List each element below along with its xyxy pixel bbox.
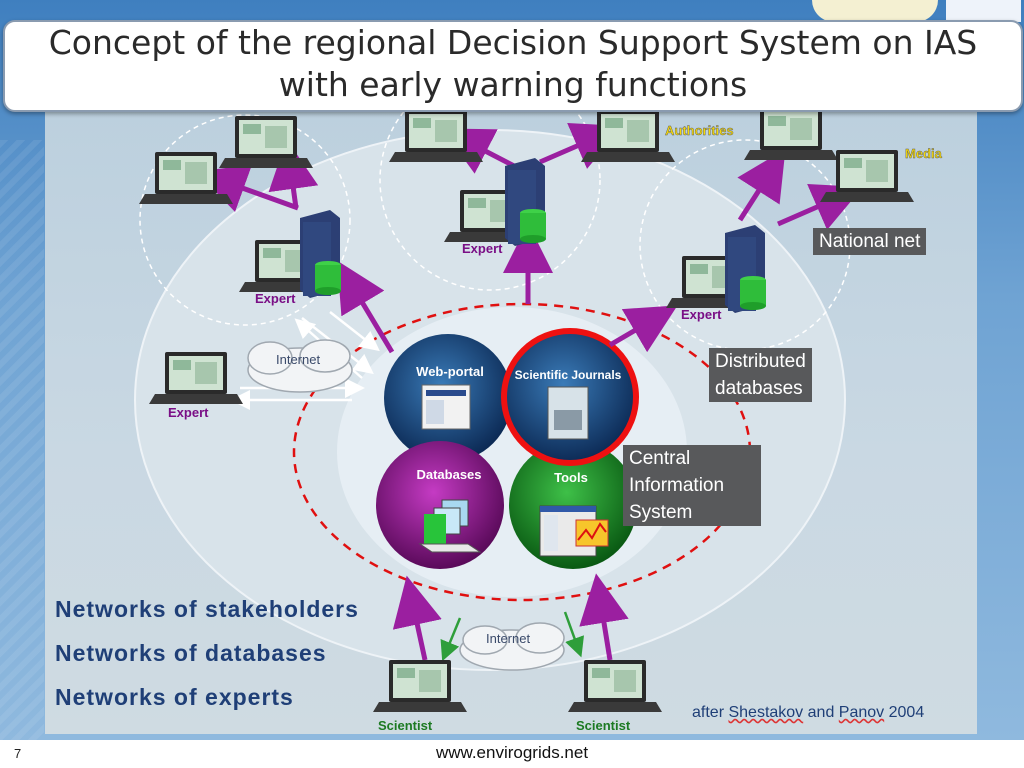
tools-label: Tools xyxy=(554,470,588,485)
scientist-label-right: Scientist xyxy=(576,718,631,733)
networks-experts: Networks of experts xyxy=(55,684,294,710)
credit-and: and xyxy=(807,704,835,721)
web-portal-label: Web-portal xyxy=(416,364,484,379)
diagram: Expert Expert Expert Expert Authorities … xyxy=(134,69,943,733)
networks-stakeholders: Networks of stakeholders xyxy=(55,596,359,622)
media-laptop-1 xyxy=(744,108,838,160)
internet-label-top: Internet xyxy=(276,352,320,367)
title-box: Concept of the regional Decision Support… xyxy=(3,20,1023,112)
internet-cloud-top xyxy=(247,339,353,393)
scientist-laptop-right xyxy=(568,660,662,712)
expert-label-internet: Expert xyxy=(168,405,209,420)
credit-author-1: Shestakov xyxy=(728,704,804,721)
title-line-2: with early warning functions xyxy=(278,65,748,104)
cis-line-3: System xyxy=(629,502,693,523)
expert-laptop-far-left xyxy=(139,152,233,204)
media-label: Media xyxy=(905,146,943,161)
networks-databases: Networks of databases xyxy=(55,640,327,666)
distributed-databases-label: Distributed databases xyxy=(709,348,812,402)
credit-year: 2004 xyxy=(888,704,925,721)
distributed-line-1: Distributed xyxy=(715,351,806,372)
national-net-label: National net xyxy=(813,228,927,255)
internet-cloud-bottom xyxy=(459,622,565,671)
expert-net-left xyxy=(139,114,351,326)
tools-window-icon xyxy=(539,505,609,557)
footer-bar xyxy=(0,740,1024,768)
cis-line-2: Information xyxy=(629,475,725,496)
page-number: 7 xyxy=(14,746,22,761)
expert-server-center xyxy=(505,158,546,246)
expert-server-left xyxy=(300,210,341,298)
website-link[interactable]: www.envirogrids.net xyxy=(435,743,589,762)
databases-label: Databases xyxy=(416,467,481,482)
expert-label-right: Expert xyxy=(681,307,722,322)
credit-author-2: Panov xyxy=(838,704,885,721)
logo-partner xyxy=(946,0,1021,22)
central-information-system-label: Central Information System xyxy=(623,445,761,526)
cis-line-1: Central xyxy=(629,448,691,469)
credit-prefix: after xyxy=(692,704,725,721)
expert-server-right xyxy=(725,225,766,313)
expert-label-left: Expert xyxy=(255,291,296,306)
authorities-label: Authorities xyxy=(665,123,734,138)
databases-circle xyxy=(376,441,504,569)
internet-label-bottom: Internet xyxy=(486,631,530,646)
database-stack-icon xyxy=(418,499,482,553)
distributed-line-2: databases xyxy=(715,378,803,399)
scientist-label-left: Scientist xyxy=(378,718,433,733)
side-decoration xyxy=(0,140,44,740)
expert-laptop-upper-left xyxy=(219,116,313,168)
credit-line: after Shestakov and Panov 2004 xyxy=(692,704,924,722)
expert-label-center: Expert xyxy=(462,241,503,256)
title-line-1: Concept of the regional Decision Support… xyxy=(48,23,978,62)
journals-label: Scientific Journals xyxy=(515,368,622,382)
logo-envirogrids xyxy=(812,0,938,22)
